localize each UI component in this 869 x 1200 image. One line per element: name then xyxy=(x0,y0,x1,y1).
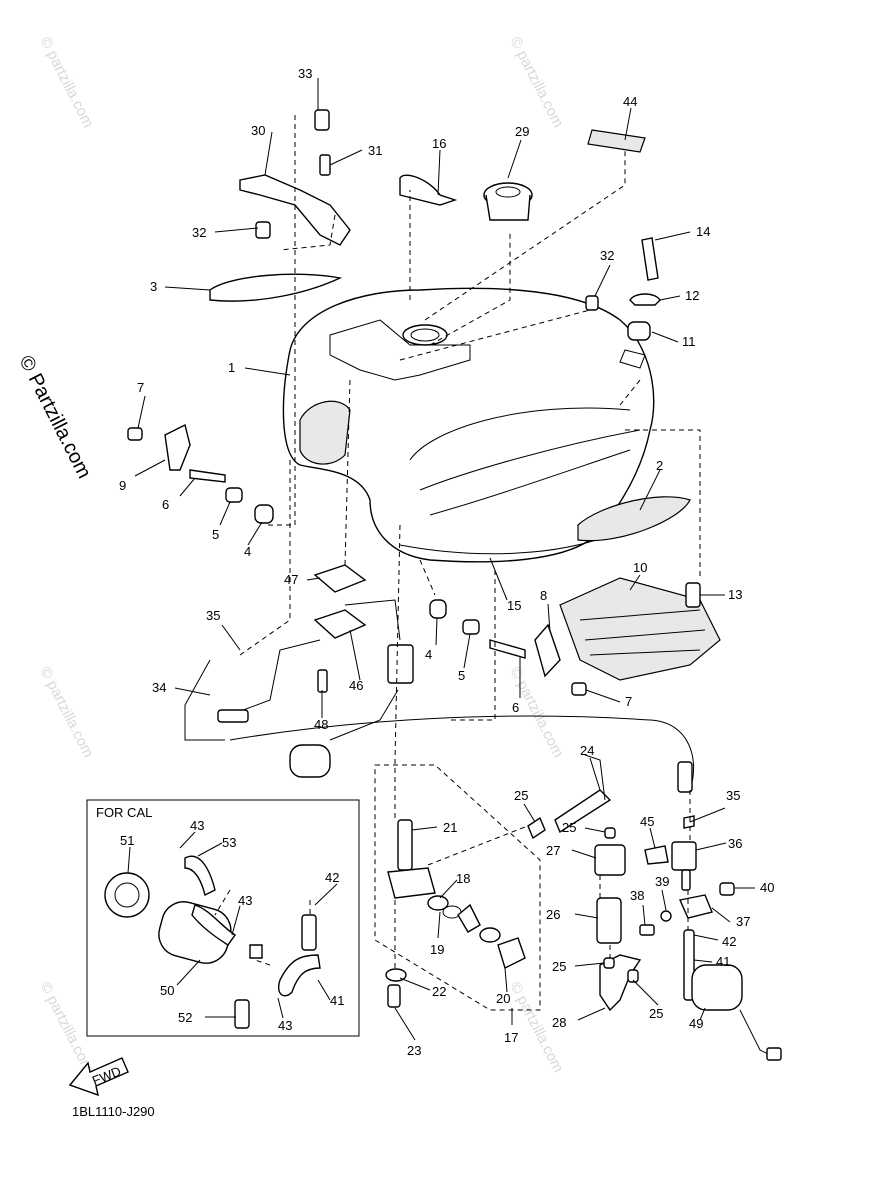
callout-25b: 25 xyxy=(562,820,576,835)
callout-46: 46 xyxy=(349,678,363,693)
callout-3: 3 xyxy=(150,279,157,294)
callout-48: 48 xyxy=(314,717,328,732)
callout-5: 5 xyxy=(212,527,219,542)
tank-pad xyxy=(209,273,343,302)
callout-31: 31 xyxy=(368,143,382,158)
callout-4: 4 xyxy=(244,544,251,559)
callout-35b: 35 xyxy=(726,788,740,803)
callout-18: 18 xyxy=(456,871,470,886)
bolt xyxy=(641,237,659,281)
callout-41: 41 xyxy=(716,954,730,969)
emblem xyxy=(577,496,691,542)
callout-52: 52 xyxy=(178,1010,192,1025)
callout-44: 44 xyxy=(623,94,637,109)
callout-1: 1 xyxy=(228,360,235,375)
callout-27: 27 xyxy=(546,843,560,858)
callout-49: 49 xyxy=(689,1016,703,1031)
callout-10: 10 xyxy=(633,560,647,575)
callout-53: 53 xyxy=(222,835,236,850)
callout-14: 14 xyxy=(696,224,710,239)
callouts: 1 2 3 4 4 5 5 6 6 7 7 8 9 10 11 12 13 14… xyxy=(119,66,774,1058)
sender-parts xyxy=(184,564,695,793)
fuel-cock-area xyxy=(374,754,782,1061)
left-parts xyxy=(127,423,587,696)
callout-43c: 43 xyxy=(278,1018,292,1033)
callout-7: 7 xyxy=(137,380,144,395)
inset-title: FOR CAL xyxy=(96,805,153,820)
bracket xyxy=(239,174,351,246)
callout-16: 16 xyxy=(432,136,446,151)
callout-37: 37 xyxy=(736,914,750,929)
callout-47: 47 xyxy=(284,572,298,587)
callout-29: 29 xyxy=(515,124,529,139)
callout-35: 35 xyxy=(206,608,220,623)
callout-7b: 7 xyxy=(625,694,632,709)
watermark: © partzilla.com xyxy=(506,34,566,130)
callout-13: 13 xyxy=(728,587,742,602)
callout-6: 6 xyxy=(162,497,169,512)
callout-8: 8 xyxy=(540,588,547,603)
damper xyxy=(629,293,661,306)
watermark: © partzilla.com xyxy=(36,979,96,1075)
callout-4b: 4 xyxy=(425,647,432,662)
callout-38: 38 xyxy=(630,888,644,903)
callout-24: 24 xyxy=(580,743,594,758)
callout-42b: 42 xyxy=(325,870,339,885)
callout-17: 17 xyxy=(504,1030,518,1045)
label-sticker xyxy=(587,129,646,153)
callout-25c: 25 xyxy=(552,959,566,974)
callout-21: 21 xyxy=(443,820,457,835)
callout-45: 45 xyxy=(640,814,654,829)
leader-lines xyxy=(127,78,755,1041)
callout-43: 43 xyxy=(190,818,204,833)
callout-43b: 43 xyxy=(238,893,252,908)
callout-6b: 6 xyxy=(512,700,519,715)
callout-15: 15 xyxy=(507,598,521,613)
watermark: © partzilla.com xyxy=(36,34,96,130)
diagram-code: 1BL1110-J290 xyxy=(72,1104,155,1119)
callout-32: 32 xyxy=(192,225,206,240)
callout-5b: 5 xyxy=(458,668,465,683)
callout-23: 23 xyxy=(407,1043,421,1058)
callout-34: 34 xyxy=(152,680,166,695)
callout-20: 20 xyxy=(496,991,510,1006)
callout-41b: 41 xyxy=(330,993,344,1008)
callout-40: 40 xyxy=(760,880,774,895)
callout-25d: 25 xyxy=(649,1006,663,1021)
callout-30: 30 xyxy=(251,123,265,138)
callout-25: 25 xyxy=(514,788,528,803)
callout-12: 12 xyxy=(685,288,699,303)
callout-51: 51 xyxy=(120,833,134,848)
callout-33: 33 xyxy=(298,66,312,81)
callout-22: 22 xyxy=(432,984,446,999)
callout-26: 26 xyxy=(546,907,560,922)
collar xyxy=(685,582,701,608)
callout-42: 42 xyxy=(722,934,736,949)
callout-19: 19 xyxy=(430,942,444,957)
callout-39: 39 xyxy=(655,874,669,889)
callout-50: 50 xyxy=(160,983,174,998)
tank-parts xyxy=(209,109,721,681)
fuel-tank xyxy=(282,287,655,563)
watermark: © partzilla.com xyxy=(36,664,96,760)
callout-9: 9 xyxy=(119,478,126,493)
callout-36: 36 xyxy=(728,836,742,851)
callout-2: 2 xyxy=(656,458,663,473)
for-cal-inset xyxy=(86,799,360,1037)
inset-frame xyxy=(86,799,360,1037)
band xyxy=(399,174,458,206)
callout-11: 11 xyxy=(682,334,696,349)
callout-32b: 32 xyxy=(600,248,614,263)
callout-28: 28 xyxy=(552,1015,566,1030)
